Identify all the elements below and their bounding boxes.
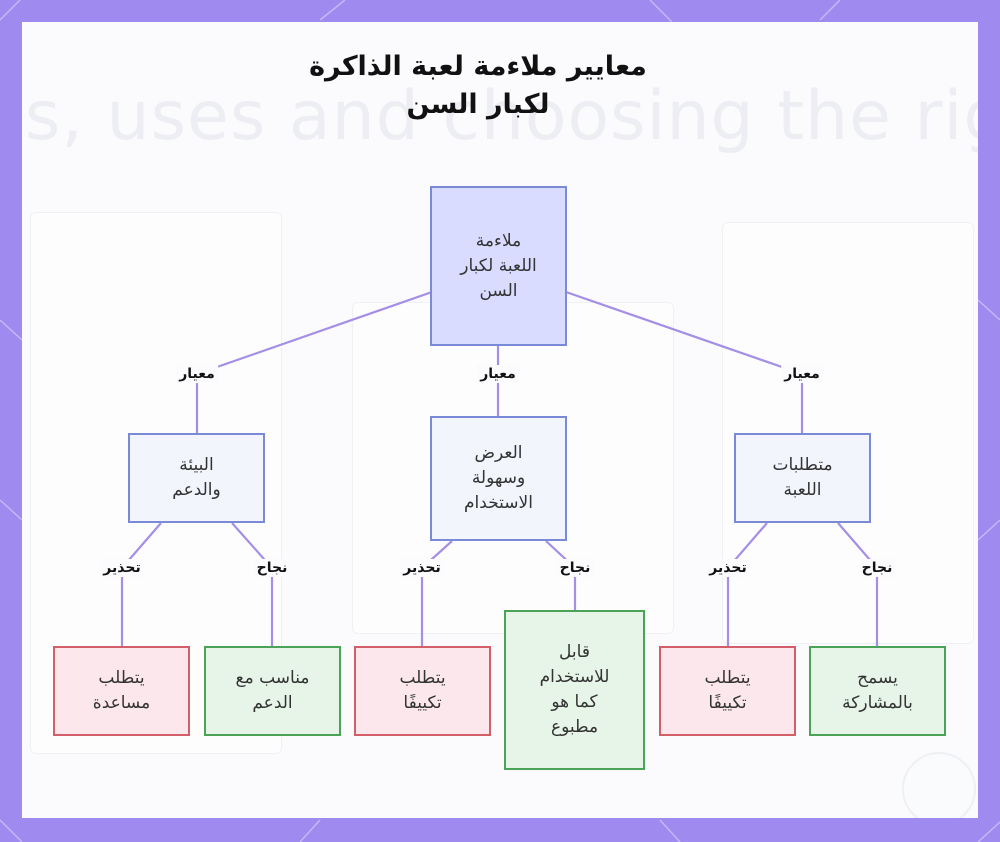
title-line-1: معايير ملاءمة لعبة الذاكرة	[309, 51, 647, 82]
edge-environment-success	[231, 522, 274, 648]
outcome-node-req-success-label: يسمح بالمشاركة	[842, 668, 913, 713]
edge-label-criterion: معيار	[781, 365, 823, 383]
outcome-node-display-warning-label: يتطلب تكييفًا	[399, 668, 446, 713]
root-node-label: ملاءمة اللعبة لكبار السن	[460, 230, 537, 301]
outcome-node-display-success-label: قابل للاستخدام كما هو مطبوع	[539, 642, 610, 737]
watermark-logo	[902, 752, 976, 818]
root-node: ملاءمة اللعبة لكبار السن	[430, 186, 567, 346]
outcome-node-env-success-label: مناسب مع الدعم	[235, 668, 310, 713]
diagram-title: معايير ملاءمة لعبة الذاكرة لكبار السن	[0, 48, 956, 124]
edge-label-success: نجاح	[253, 559, 291, 577]
edge-display-warning	[420, 540, 453, 648]
edge-label-criterion: معيار	[176, 365, 218, 383]
outcome-node-env-warning-label: يتطلب مساعدة	[92, 668, 151, 713]
outcome-node-env-success: مناسب مع الدعم	[204, 646, 341, 736]
edge-label-success: نجاح	[556, 559, 594, 577]
criterion-node-requirements-label: متطلبات اللعبة	[772, 455, 833, 500]
edge-label-warning: تحذير	[400, 559, 444, 577]
criterion-node-requirements: متطلبات اللعبة	[734, 433, 871, 523]
outcome-node-req-warning: يتطلب تكييفًا	[659, 646, 796, 736]
criterion-node-environment: البيئة والدعم	[128, 433, 265, 523]
edge-label-warning: تحذير	[706, 559, 750, 577]
edge-root-environment	[195, 290, 433, 434]
outcome-node-req-warning-label: يتطلب تكييفًا	[704, 668, 751, 713]
title-line-2: لكبار السن	[406, 89, 550, 120]
edge-label-success: نجاح	[858, 559, 896, 577]
edge-environment-warning	[120, 522, 162, 648]
criterion-node-display: العرض وسهولة الاستخدام	[430, 416, 567, 541]
background-ghost-text: es, uses and choosing the right	[22, 77, 978, 156]
edge-requirements-warning	[726, 522, 768, 648]
edge-requirements-success	[837, 522, 879, 648]
edge-label-criterion: معيار	[477, 365, 519, 383]
outcome-node-env-warning: يتطلب مساعدة	[53, 646, 190, 736]
criterion-node-display-label: العرض وسهولة الاستخدام	[464, 443, 533, 513]
outcome-node-req-success: يسمح بالمشاركة	[809, 646, 946, 736]
outcome-node-display-warning: يتطلب تكييفًا	[354, 646, 491, 736]
criterion-node-environment-label: البيئة والدعم	[172, 455, 221, 500]
edge-root-requirements	[565, 290, 804, 434]
outcome-node-display-success: قابل للاستخدام كما هو مطبوع	[504, 610, 645, 770]
edge-label-warning: تحذير	[100, 559, 144, 577]
